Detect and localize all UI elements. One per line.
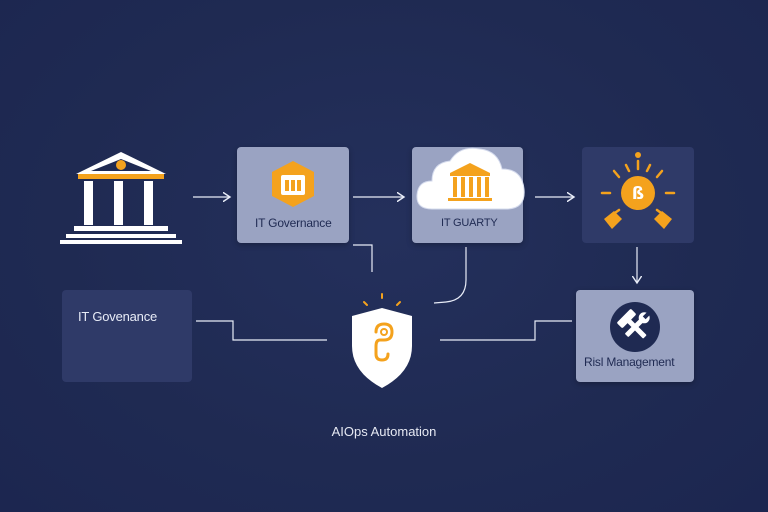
connector-shield-to-risk	[440, 320, 572, 341]
governance-card-top[interactable]: IT Governance	[237, 147, 349, 243]
bitcoin-sun-icon: ß	[600, 152, 676, 229]
connector-governance-down	[353, 244, 373, 272]
hammer-wrench-icon	[610, 302, 660, 352]
svg-text:ß: ß	[632, 184, 644, 204]
risk-management-label: Risl Management	[584, 355, 675, 369]
shield-icon	[352, 293, 412, 388]
cloud-card[interactable]: IT GUARTY	[412, 147, 525, 243]
governance-top-label: IT Governance	[255, 216, 332, 230]
cloud-building-icon	[416, 147, 525, 210]
connector-left-to-shield	[196, 320, 327, 341]
shield-node[interactable]	[340, 292, 424, 392]
hexagon-building-icon	[272, 161, 314, 207]
bank-node	[56, 148, 186, 248]
governance-left-label: IT Govenance	[78, 309, 158, 324]
bank-icon	[60, 152, 182, 244]
risk-management-card[interactable]: Risl Management	[576, 290, 694, 382]
governance-card-left[interactable]: IT Govenance	[62, 290, 192, 382]
cloud-card-label: IT GUARTY	[441, 217, 498, 229]
connector-cloud-to-shield	[433, 247, 467, 304]
badge-card[interactable]: ß	[582, 147, 694, 243]
aiops-automation-label: AIOps Automation	[331, 424, 437, 439]
